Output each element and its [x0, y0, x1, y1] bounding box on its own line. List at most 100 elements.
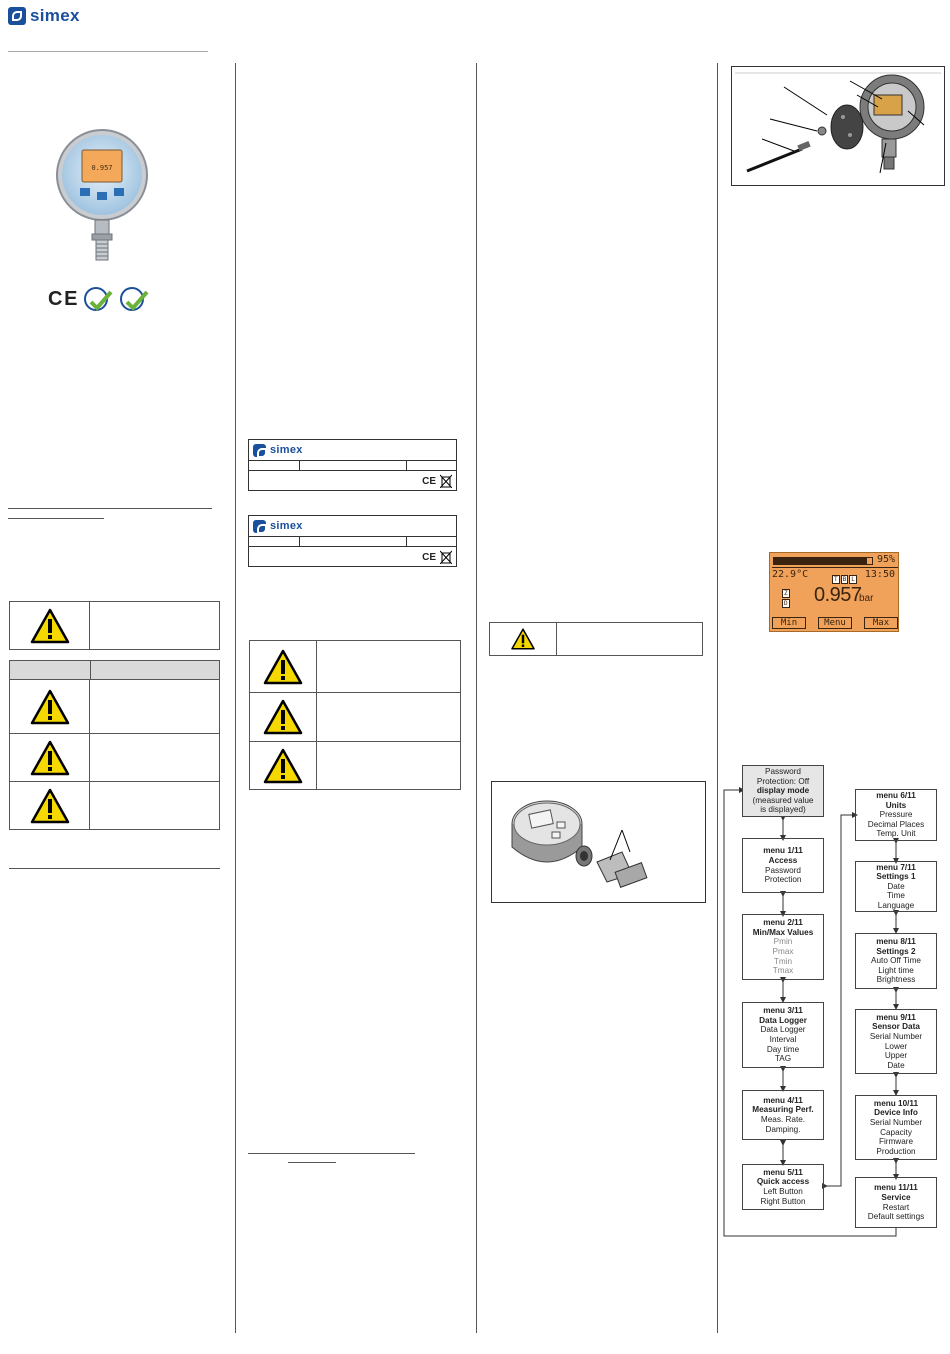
simex-logo-icon — [253, 519, 267, 534]
menu-item: Interval — [769, 1035, 797, 1044]
ce-mark-icon: C E — [48, 287, 78, 310]
menu-number: menu 1/11 — [763, 846, 803, 856]
menu-item: Brightness — [876, 975, 916, 985]
battery-exploded-figure — [731, 66, 945, 186]
menu-number: menu 10/11 — [873, 1098, 919, 1108]
header-rule — [8, 51, 208, 52]
weee-bin-icon — [440, 550, 452, 564]
menu-item: Time — [887, 891, 905, 901]
warning-icon — [30, 740, 69, 775]
exploded-view-drawing — [735, 72, 941, 174]
menu-number: menu 8/11 — [876, 937, 916, 947]
menu-number: menu 2/11 — [763, 918, 803, 928]
menu-item: Date — [887, 881, 905, 891]
lcd-side-flags: Z D — [782, 589, 790, 608]
lcd-max-key[interactable]: Max — [864, 617, 898, 629]
lcd-flag: B — [840, 575, 849, 584]
menu-number: menu 11/11 — [874, 1183, 918, 1193]
section-rule-c — [9, 868, 220, 869]
warning-box-col3 — [489, 622, 703, 656]
lcd-menu-key[interactable]: Menu — [818, 617, 852, 629]
menu-item: Upper — [884, 1051, 908, 1061]
lcd-min-key[interactable]: Min — [772, 617, 806, 629]
column-divider-2 — [476, 63, 477, 1333]
section-rule-e — [288, 1162, 336, 1163]
menu-flow-connectors — [723, 787, 899, 1237]
menu-title: Device Info — [874, 1108, 918, 1118]
menu-item: Meas. Rate. — [760, 1115, 806, 1124]
brand-name: simex — [30, 6, 80, 25]
lcd-flag: D — [782, 599, 790, 608]
column-divider-3 — [717, 63, 718, 1333]
lcd-level-bar — [773, 557, 873, 565]
weee-bin-icon — [440, 474, 452, 488]
certification-marks: C E — [48, 286, 149, 312]
menu-7-settings-1[interactable]: menu 7/11 Settings 1 Date Time Language — [855, 861, 937, 912]
section-rule-d — [248, 1153, 415, 1154]
menu-item: Lower — [884, 1041, 908, 1051]
menu-10-device-info[interactable]: menu 10/11 Device Info Serial Number Cap… — [855, 1095, 937, 1160]
product-label-1: simex CE — [248, 439, 457, 491]
lcd-value: 0.957 — [814, 584, 862, 606]
lcd-flag: L — [849, 575, 857, 584]
menu-title: Sensor Data — [872, 1022, 920, 1032]
device-connection-drawing — [511, 800, 648, 888]
column-divider-1 — [235, 63, 236, 1333]
menu-title: Settings 1 — [876, 872, 916, 882]
menu-display-mode[interactable]: Password Protection: Off display mode (m… — [742, 765, 824, 817]
label-brand: simex — [270, 520, 303, 532]
menu-line: Password — [765, 767, 801, 777]
brand-logo: simex — [8, 6, 80, 26]
lcd-flags: T B L — [832, 575, 857, 584]
menu-item: Password — [765, 865, 801, 875]
menu-4-measuring[interactable]: menu 4/11 Measuring Perf. Meas. Rate. Da… — [742, 1090, 824, 1140]
menu-item: Day time — [766, 1044, 800, 1054]
ce-mark-icon: CE — [422, 551, 436, 563]
menu-title: Data Logger — [759, 1015, 807, 1025]
simex-logo-icon — [8, 7, 26, 25]
menu-item: Tmin — [773, 956, 793, 966]
menu-number: menu 6/11 — [876, 791, 916, 801]
menu-number: menu 5/11 — [763, 1167, 803, 1177]
warning-icon — [263, 699, 303, 735]
lcd-temperature: 22.9°C — [772, 569, 809, 580]
menu-item: Production — [876, 1146, 916, 1156]
menu-6-units[interactable]: menu 6/11 Units Pressure Decimal Places … — [855, 789, 937, 841]
menu-number: menu 3/11 — [763, 1006, 803, 1016]
menu-item: Date — [887, 1060, 905, 1070]
menu-5-quick-access[interactable]: menu 5/11 Quick access Left Button Right… — [742, 1164, 824, 1210]
lcd-percent: 95% — [876, 554, 895, 565]
ce-mark-icon: CE — [422, 475, 436, 487]
menu-line: is displayed) — [760, 805, 806, 815]
menu-2-minmax[interactable]: menu 2/11 Min/Max Values Pmin Pmax Tmin … — [742, 914, 824, 980]
menu-item: Damping. — [765, 1124, 801, 1134]
menu-number: menu 9/11 — [876, 1012, 916, 1022]
menu-title: Access — [768, 855, 798, 865]
menu-item: Tmax — [772, 966, 794, 976]
menu-item: Right Button — [760, 1196, 806, 1206]
menu-1-access[interactable]: menu 1/11 Access Password Protection — [742, 838, 824, 893]
menu-3-data-logger[interactable]: menu 3/11 Data Logger Data Logger Interv… — [742, 1002, 824, 1068]
menu-title: Quick access — [756, 1177, 810, 1187]
menu-11-service[interactable]: menu 11/11 Service Restart Default setti… — [855, 1177, 937, 1228]
warning-icon — [263, 748, 303, 783]
menu-item: Data Logger — [760, 1025, 806, 1035]
lcd-softkeys: Min Menu Max — [772, 617, 898, 629]
menu-line: Protection: Off — [756, 776, 810, 786]
menu-item: Capacity — [880, 1127, 912, 1137]
menu-item: Serial Number — [869, 1031, 923, 1041]
menu-item: Restart — [882, 1202, 910, 1212]
label-brand: simex — [270, 444, 303, 456]
menu-8-settings-2[interactable]: menu 8/11 Settings 2 Auto Off Time Light… — [855, 933, 937, 989]
section-rule-b — [8, 518, 104, 519]
lcd-time: 13:50 — [864, 569, 895, 580]
menu-number: menu 4/11 — [763, 1095, 803, 1105]
menu-item: Serial Number — [869, 1117, 923, 1127]
menu-title: Min/Max Values — [752, 927, 814, 937]
warning-box-single — [9, 601, 220, 650]
menu-9-sensor-data[interactable]: menu 9/11 Sensor Data Serial Number Lowe… — [855, 1009, 937, 1074]
menu-item: Light time — [878, 965, 914, 975]
rohs-icon — [84, 287, 113, 311]
menu-item: Left Button — [763, 1187, 803, 1196]
menu-item: TAG — [774, 1054, 792, 1064]
